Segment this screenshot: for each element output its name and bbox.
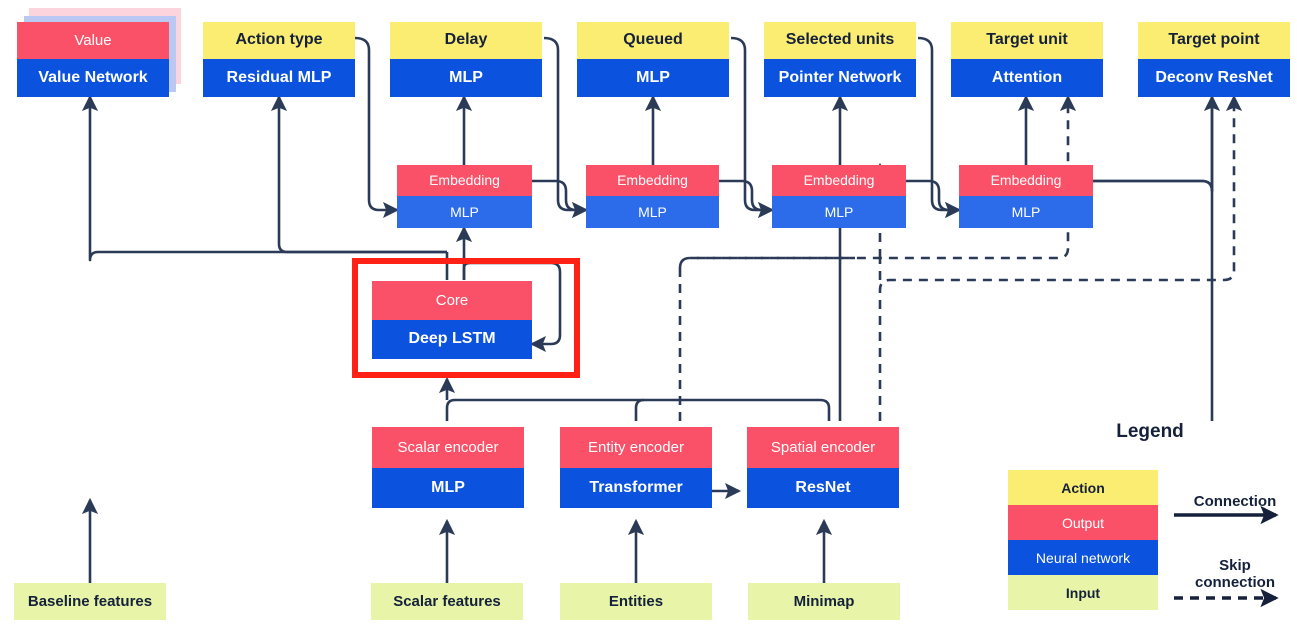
legend-title: Legend [1116,421,1184,442]
head-value[interactable]: Value Value Network [17,22,169,97]
wire-entity-to-bus [634,398,645,421]
head-delay-action-label: Delay [390,22,542,59]
input-minimap[interactable]: Minimap [748,583,900,620]
encoder-scalar-output-label: Scalar encoder [372,427,524,468]
head-target-point-network-label: Deconv ResNet [1138,59,1290,97]
head-action-type[interactable]: Action type Residual MLP [203,22,355,97]
legend-swatches: Action Output Neural network Input [1008,470,1158,610]
legend-skip-label: Skip connection [1175,557,1295,592]
head-target-point[interactable]: Target point Deconv ResNet [1138,22,1290,97]
head-target-unit-network-label: Attention [951,59,1103,97]
wire-bus-to-value-network [81,94,447,262]
legend-connection-label: Connection [1193,493,1277,510]
head-selected-units[interactable]: Selected units Pointer Network [764,22,916,97]
core-network-label: Deep LSTM [372,320,532,359]
core-highlight-frame [352,258,580,378]
legend-skip-label-line2: connection [1194,574,1275,592]
wire-encoders-bus [445,398,831,421]
core-module[interactable]: Core Deep LSTM [372,281,532,359]
legend-swatch-input: Input [1008,575,1158,610]
legend-arrow-icons [1174,505,1279,608]
head-target-point-action-label: Target point [1138,22,1290,59]
encoder-spatial[interactable]: Spatial encoder ResNet [747,427,899,508]
head-target-unit[interactable]: Target unit Attention [951,22,1103,97]
core-output-label: Core [372,281,532,320]
skip-spatial-to-target-point [878,94,1243,421]
head-queued[interactable]: Queued MLP [577,22,729,97]
embedding-action-type[interactable]: Embedding MLP [397,165,532,228]
embedding-action-type-network-label: MLP [397,196,532,228]
legend-swatch-output: Output [1008,505,1158,540]
embedding-selected-units[interactable]: Embedding MLP [959,165,1093,228]
embedding-delay[interactable]: Embedding MLP [586,165,719,228]
legend-skip-label-line1: Skip [1219,557,1251,574]
legend-swatch-neural-network: Neural network [1008,540,1158,575]
encoder-entity-network-label: Transformer [560,468,712,508]
head-value-network-label: Value Network [17,59,169,97]
skip-entity-to-target-unit [678,94,1077,421]
head-target-unit-action-label: Target unit [951,22,1103,59]
head-selected-units-action-label: Selected units [764,22,916,59]
embedding-action-type-output-label: Embedding [397,165,532,196]
embedding-delay-network-label: MLP [586,196,719,228]
embedding-queued-network-label: MLP [772,196,906,228]
input-scalar-features[interactable]: Scalar features [371,583,523,620]
embedding-queued[interactable]: Embedding MLP [772,165,906,228]
encoder-entity-output-label: Entity encoder [560,427,712,468]
embedding-delay-output-label: Embedding [586,165,719,196]
encoder-spatial-network-label: ResNet [747,468,899,508]
encoder-scalar-network-label: MLP [372,468,524,508]
wire-embedding1-to-embedding2 [532,179,589,219]
embedding-selected-units-output-label: Embedding [959,165,1093,196]
encoder-scalar[interactable]: Scalar encoder MLP [372,427,524,508]
head-delay-network-label: MLP [390,59,542,97]
input-entities[interactable]: Entities [560,583,712,620]
skip-entity-bus [678,256,855,269]
wire-embedding2-to-embedding3 [719,179,775,219]
head-queued-network-label: MLP [577,59,729,97]
head-value-action-label: Value [17,22,169,59]
head-selected-units-network-label: Pointer Network [764,59,916,97]
embedding-queued-output-label: Embedding [772,165,906,196]
wire-embedding3-to-embedding4 [906,179,962,219]
head-action-type-network-label: Residual MLP [203,59,355,97]
head-queued-action-label: Queued [577,22,729,59]
input-baseline-features[interactable]: Baseline features [14,583,166,620]
legend-swatch-action: Action [1008,470,1158,505]
embedding-selected-units-network-label: MLP [959,196,1093,228]
head-delay[interactable]: Delay MLP [390,22,542,97]
encoder-spatial-output-label: Spatial encoder [747,427,899,468]
head-action-type-action-label: Action type [203,22,355,59]
encoder-entity[interactable]: Entity encoder Transformer [560,427,712,508]
